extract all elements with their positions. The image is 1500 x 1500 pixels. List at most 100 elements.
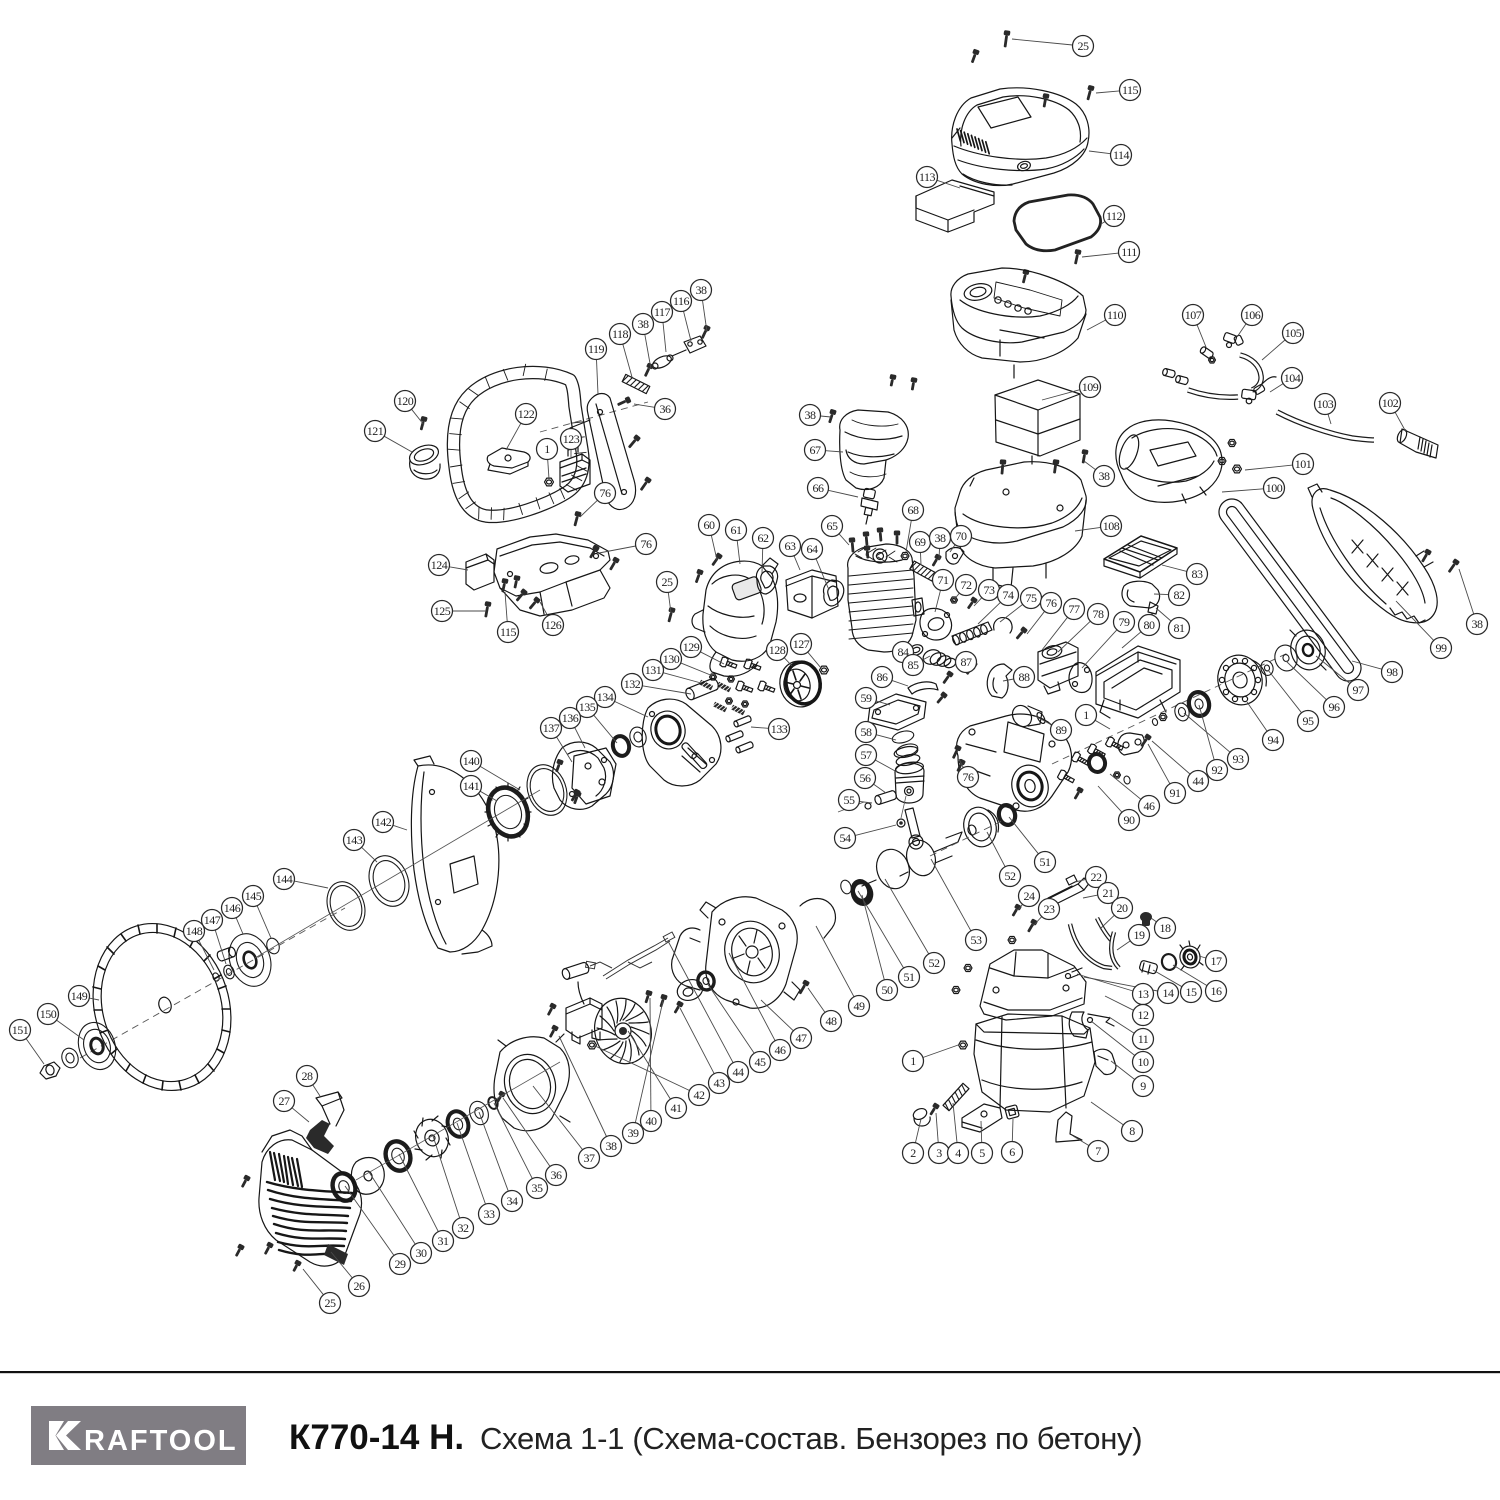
svg-text:115: 115 <box>1122 83 1139 97</box>
svg-text:148: 148 <box>186 924 203 938</box>
svg-text:103: 103 <box>1317 397 1334 411</box>
svg-text:102: 102 <box>1382 396 1399 410</box>
svg-text:84: 84 <box>898 645 910 659</box>
svg-text:134: 134 <box>597 690 614 704</box>
svg-text:82: 82 <box>1174 588 1186 602</box>
svg-text:52: 52 <box>1005 869 1017 883</box>
svg-text:3: 3 <box>936 1146 942 1160</box>
svg-text:4: 4 <box>955 1146 961 1160</box>
svg-text:89: 89 <box>1056 723 1068 737</box>
svg-text:18: 18 <box>1160 921 1172 935</box>
svg-text:78: 78 <box>1093 607 1105 621</box>
svg-text:111: 111 <box>1121 245 1137 259</box>
svg-text:5: 5 <box>979 1146 985 1160</box>
svg-text:85: 85 <box>908 658 920 672</box>
svg-text:15: 15 <box>1186 985 1198 999</box>
svg-text:123: 123 <box>563 432 580 446</box>
svg-text:72: 72 <box>961 578 973 592</box>
svg-text:92: 92 <box>1212 763 1224 777</box>
svg-text:150: 150 <box>40 1007 57 1021</box>
svg-text:96: 96 <box>1329 700 1341 714</box>
svg-text:76: 76 <box>641 537 653 551</box>
svg-text:21: 21 <box>1103 886 1115 900</box>
svg-text:149: 149 <box>71 989 88 1003</box>
svg-text:31: 31 <box>438 1234 450 1248</box>
svg-text:70: 70 <box>956 529 968 543</box>
svg-text:74: 74 <box>1003 588 1015 602</box>
svg-text:109: 109 <box>1082 380 1099 394</box>
svg-text:19: 19 <box>1134 928 1146 942</box>
svg-text:88: 88 <box>1019 670 1031 684</box>
svg-text:119: 119 <box>588 342 605 356</box>
svg-text:58: 58 <box>861 725 873 739</box>
svg-text:32: 32 <box>458 1221 470 1235</box>
svg-text:75: 75 <box>1026 591 1038 605</box>
svg-text:63: 63 <box>785 539 797 553</box>
svg-text:17: 17 <box>1211 954 1223 968</box>
svg-text:76: 76 <box>600 486 612 500</box>
svg-text:64: 64 <box>807 542 819 556</box>
svg-text:147: 147 <box>204 913 221 927</box>
svg-text:33: 33 <box>484 1207 496 1221</box>
svg-text:87: 87 <box>961 655 973 669</box>
svg-text:125: 125 <box>434 604 451 618</box>
svg-text:110: 110 <box>1107 308 1124 322</box>
svg-text:47: 47 <box>796 1031 808 1045</box>
svg-text:116: 116 <box>673 294 690 308</box>
svg-text:128: 128 <box>769 643 786 657</box>
svg-text:44: 44 <box>733 1065 745 1079</box>
svg-text:112: 112 <box>1106 209 1123 223</box>
svg-text:121: 121 <box>367 424 384 438</box>
svg-text:38: 38 <box>935 531 947 545</box>
svg-text:57: 57 <box>861 748 873 762</box>
svg-text:135: 135 <box>579 700 596 714</box>
svg-text:132: 132 <box>624 677 641 691</box>
svg-text:95: 95 <box>1303 714 1315 728</box>
svg-text:30: 30 <box>416 1246 428 1260</box>
svg-text:98: 98 <box>1387 665 1399 679</box>
svg-text:38: 38 <box>1472 617 1484 631</box>
svg-text:38: 38 <box>805 408 817 422</box>
svg-text:51: 51 <box>904 970 916 984</box>
svg-text:80: 80 <box>1144 618 1156 632</box>
svg-text:26: 26 <box>354 1279 366 1293</box>
svg-text:11: 11 <box>1138 1032 1149 1046</box>
svg-text:38: 38 <box>606 1139 618 1153</box>
svg-text:124: 124 <box>431 558 448 572</box>
svg-text:76: 76 <box>1046 596 1058 610</box>
svg-text:97: 97 <box>1353 683 1365 697</box>
svg-text:108: 108 <box>1103 519 1120 533</box>
svg-text:23: 23 <box>1044 902 1056 916</box>
svg-text:41: 41 <box>671 1101 683 1115</box>
svg-text:130: 130 <box>663 652 680 666</box>
svg-text:81: 81 <box>1174 621 1186 635</box>
svg-text:7: 7 <box>1095 1144 1101 1158</box>
svg-text:6: 6 <box>1009 1145 1015 1159</box>
svg-text:51: 51 <box>1040 855 1052 869</box>
svg-text:К770-14 Н.: К770-14 Н. <box>289 1418 464 1457</box>
svg-text:25: 25 <box>325 1296 337 1310</box>
svg-text:36: 36 <box>551 1168 563 1182</box>
svg-text:146: 146 <box>224 901 241 915</box>
svg-text:105: 105 <box>1285 326 1302 340</box>
svg-text:42: 42 <box>694 1088 706 1102</box>
svg-text:94: 94 <box>1268 733 1280 747</box>
svg-text:79: 79 <box>1119 615 1131 629</box>
svg-text:38: 38 <box>1099 469 1111 483</box>
svg-text:16: 16 <box>1211 984 1223 998</box>
svg-text:141: 141 <box>463 779 480 793</box>
svg-text:39: 39 <box>628 1126 640 1140</box>
svg-text:27: 27 <box>279 1094 291 1108</box>
svg-text:83: 83 <box>1192 567 1204 581</box>
svg-text:53: 53 <box>971 933 983 947</box>
svg-text:38: 38 <box>638 317 650 331</box>
svg-text:12: 12 <box>1138 1008 1150 1022</box>
svg-text:143: 143 <box>346 833 363 847</box>
svg-text:61: 61 <box>731 523 743 537</box>
svg-text:114: 114 <box>1113 148 1130 162</box>
svg-text:133: 133 <box>771 722 788 736</box>
svg-text:55: 55 <box>844 793 856 807</box>
svg-text:RAFTOOL: RAFTOOL <box>84 1425 238 1457</box>
svg-text:122: 122 <box>518 407 535 421</box>
svg-text:151: 151 <box>12 1023 29 1037</box>
